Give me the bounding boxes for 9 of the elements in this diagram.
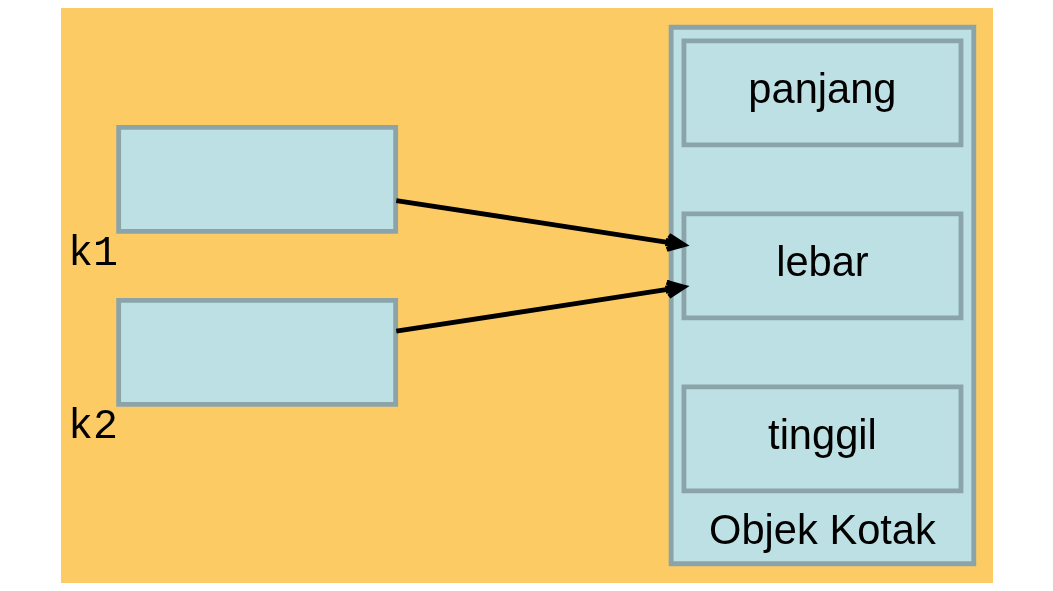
node-box: tinggil [681, 384, 963, 494]
node-label: k1 [67, 229, 118, 278]
node-box: lebar [681, 211, 963, 321]
cluster [668, 24, 976, 567]
node-label: Objek Kotak [708, 506, 936, 554]
node-box [115, 297, 398, 407]
node-box: panjang [681, 38, 963, 148]
node-label: k2 [67, 402, 118, 451]
node-box [115, 124, 398, 234]
